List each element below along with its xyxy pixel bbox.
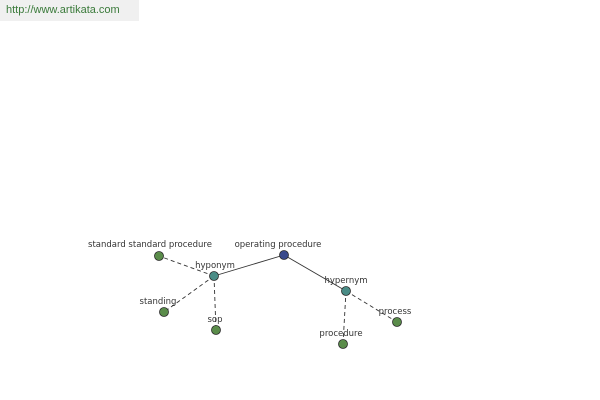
- edge-hyponym-to-sop: [213, 275, 217, 331]
- label-sop[interactable]: sop: [207, 315, 222, 325]
- label-operating-procedure[interactable]: operating procedure: [235, 240, 322, 250]
- node-sop[interactable]: [211, 325, 221, 335]
- label-standard-standard-procedure[interactable]: standard standard procedure: [88, 240, 212, 250]
- node-hyponym[interactable]: [209, 271, 219, 281]
- node-standing[interactable]: [159, 307, 169, 317]
- node-standard-standard-procedure[interactable]: [154, 251, 164, 261]
- graph-labels: operating procedure hyponym hypernym standa…: [88, 240, 412, 339]
- edge-hypernym-to-procedure: [342, 290, 347, 345]
- edge-hypernym-to-process: [345, 290, 398, 323]
- node-process[interactable]: [392, 317, 402, 327]
- graph-edges: [158, 254, 398, 345]
- edge-operating-procedure-to-hypernym: [283, 254, 347, 292]
- label-hypernym[interactable]: hypernym: [324, 276, 367, 286]
- url-banner: http://www.artikata.com: [0, 0, 139, 21]
- edge-hyponym-to-standard-standard-procedure: [158, 255, 215, 277]
- edge-hyponym-to-standing: [163, 275, 215, 313]
- label-process[interactable]: process: [379, 307, 412, 317]
- node-operating-procedure[interactable]: [279, 250, 289, 260]
- label-procedure[interactable]: procedure: [319, 329, 362, 339]
- node-hypernym[interactable]: [341, 286, 351, 296]
- graph-nodes: [154, 250, 402, 349]
- label-standing[interactable]: standing: [140, 297, 177, 307]
- node-procedure[interactable]: [338, 339, 348, 349]
- label-hyponym[interactable]: hyponym: [195, 261, 235, 271]
- site-url[interactable]: http://www.artikata.com: [6, 4, 120, 16]
- edge-operating-procedure-to-hyponym: [213, 254, 285, 277]
